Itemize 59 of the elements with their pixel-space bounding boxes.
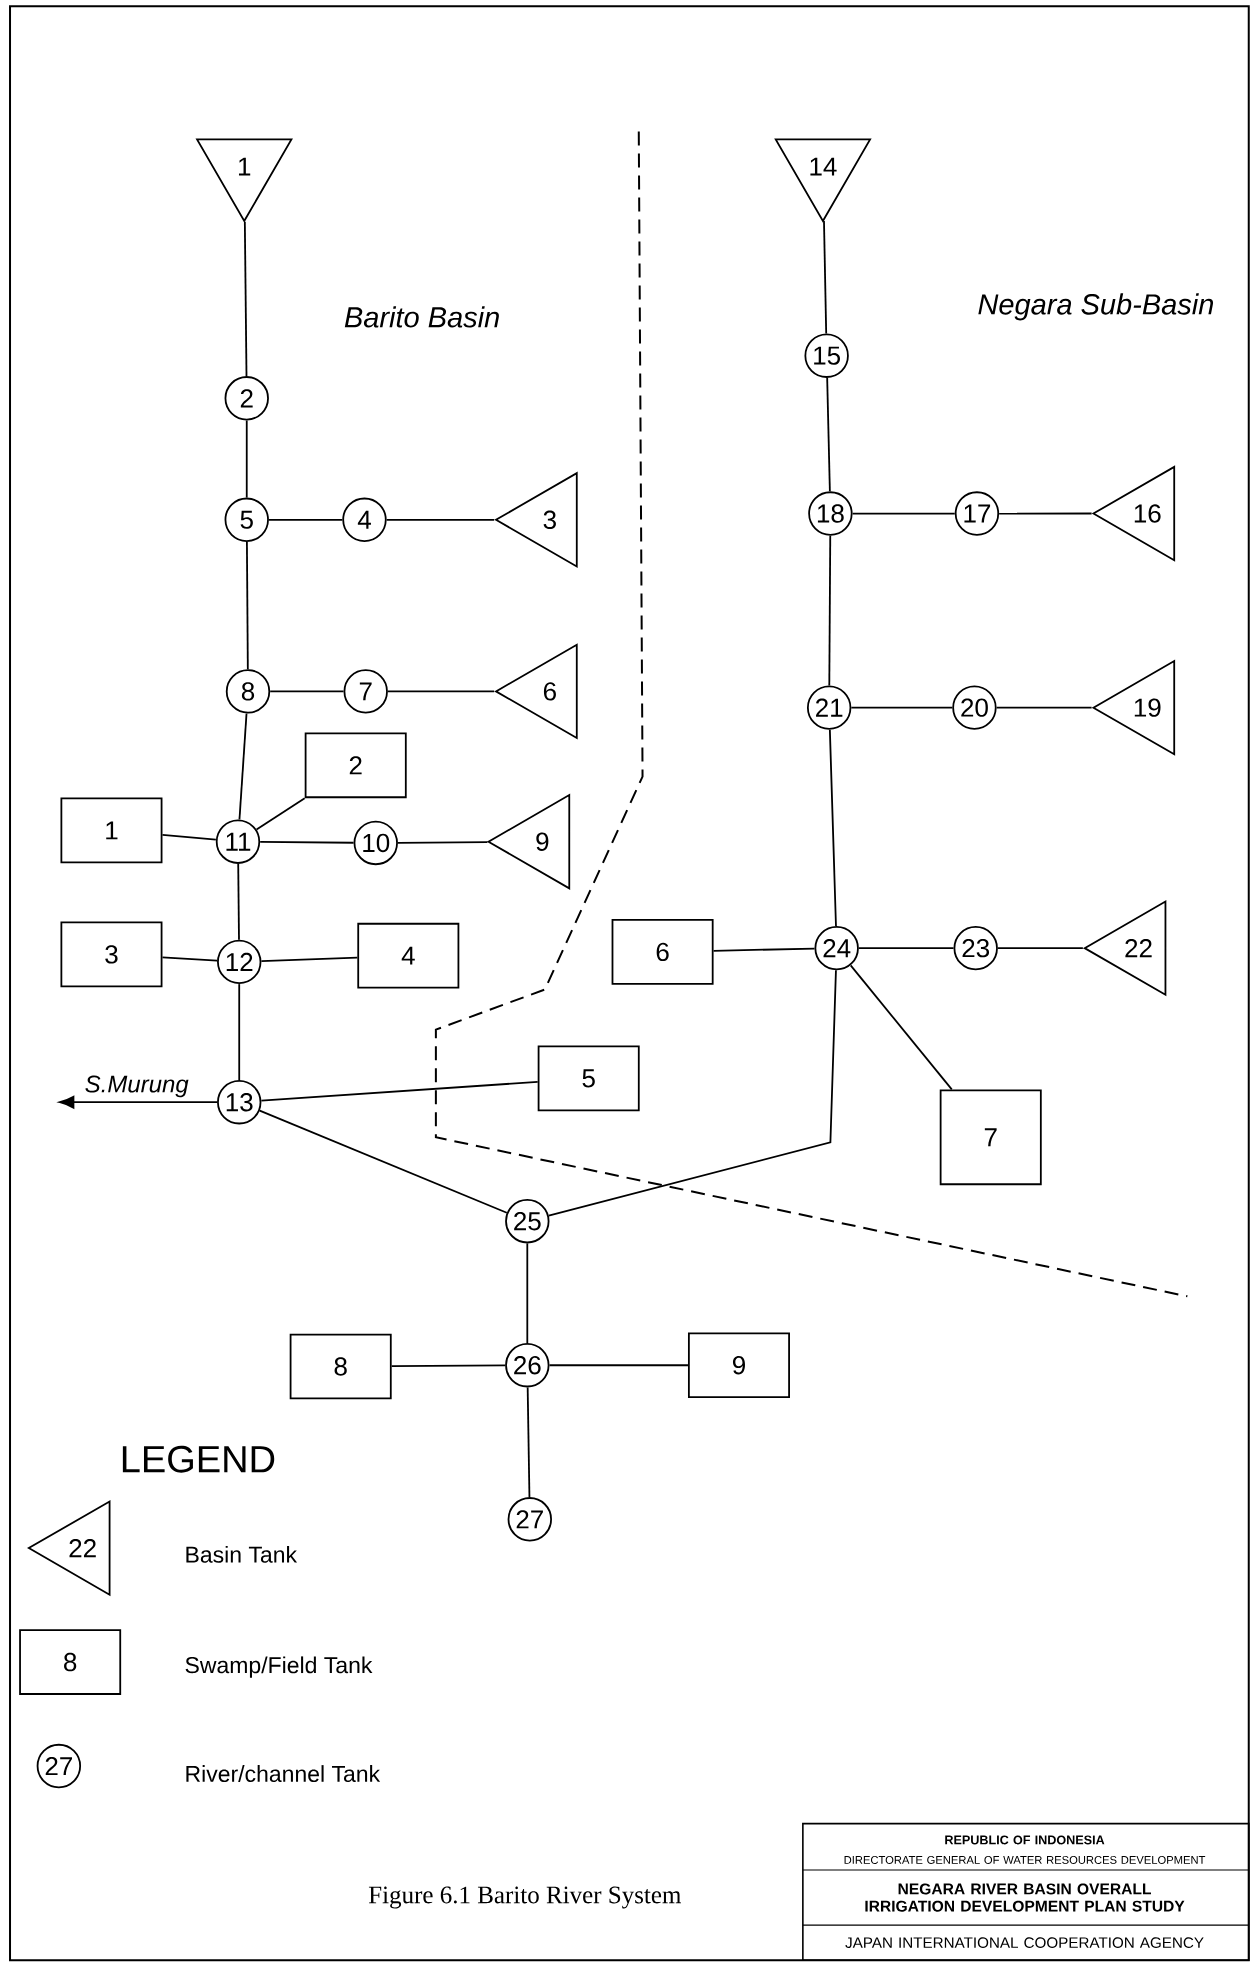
region-label: Negara Sub-Basin [978, 293, 1214, 321]
connector-line [823, 220, 828, 335]
figure-caption: Figure 6.1 Barito River System [368, 1886, 681, 1909]
legend-label: Basin Tank [186, 1545, 298, 1563]
connector-line [255, 797, 306, 831]
connector-line [390, 1364, 506, 1368]
connector-line [260, 956, 359, 962]
connector-line [712, 947, 816, 952]
connector-line [387, 690, 496, 693]
connector-line [828, 534, 832, 687]
connector-line [161, 956, 218, 962]
connector-line [245, 419, 248, 499]
connector-line [258, 1109, 508, 1214]
connector-line [826, 377, 831, 493]
legend-heading: LEGEND [122, 1445, 275, 1473]
label: DIRECTORATE GENERAL OF WATER RESOURCES DEVELOPMENT [844, 1856, 1206, 1864]
connector-line [995, 706, 1093, 709]
connector-line [849, 964, 953, 1091]
title-block: REPUBLIC OF INDONESIA DIRECTORATE GENERAL OF WATER RESOURCES DEVELOPMENT NEGARA RIVER BASIN OVERALL IRRIGATION DEVELOPMENT PLAN STUDY JAPAN INTERNATIONAL COOPERATION AGENCY [802, 1822, 1250, 1961]
connector-line [246, 541, 249, 671]
swamp-tank-box: 6 [611, 919, 714, 985]
connector-line [547, 969, 837, 1217]
connector-line [260, 1081, 539, 1102]
connector-line [828, 728, 837, 927]
connector-line [259, 841, 355, 844]
swamp-tank-box: 9 [688, 1332, 790, 1399]
connector-line [857, 947, 955, 950]
connector-line [243, 220, 248, 377]
connector-line [59, 1095, 218, 1109]
connector-line [269, 690, 345, 693]
swamp-tank-box: 1 [60, 797, 163, 864]
connector-line [997, 947, 1084, 950]
swamp-tank-box: 3 [60, 921, 163, 988]
connector-line [397, 841, 489, 844]
swamp-tank-box: 8 [19, 1629, 122, 1695]
connector-line [548, 1364, 689, 1367]
connector-line [238, 712, 248, 821]
region-label: Barito Basin [344, 306, 499, 328]
connector-line [238, 983, 241, 1081]
swamp-tank-box: 2 [304, 732, 407, 799]
label: REPUBLIC OF INDONESIA [945, 1835, 1105, 1845]
connector-line [851, 512, 956, 515]
connector-line [385, 518, 496, 521]
swamp-tank-box: 8 [289, 1333, 392, 1400]
legend-label: Swamp/Field Tank [185, 1656, 373, 1678]
connector-line [998, 512, 1093, 515]
swamp-tank-box: 4 [357, 922, 460, 989]
swamp-tank-box: 5 [537, 1045, 640, 1112]
edge-label: S.Murung [82, 1073, 191, 1100]
connector-line [850, 706, 954, 709]
label: JAPAN INTERNATIONAL COOPERATION AGENCY [845, 1937, 1204, 1949]
swamp-tank-box: 7 [939, 1089, 1042, 1186]
connector-line [526, 1242, 529, 1344]
connector-line [526, 1386, 531, 1498]
connector-line [161, 834, 217, 841]
connector-line [268, 518, 344, 521]
legend-label: River/channel Tank [186, 1765, 381, 1782]
connector-line [237, 863, 240, 941]
label: NEGARA RIVER BASIN OVERALL IRRIGATION DEVELOPMENT PLAN STUDY [865, 1883, 1185, 1912]
